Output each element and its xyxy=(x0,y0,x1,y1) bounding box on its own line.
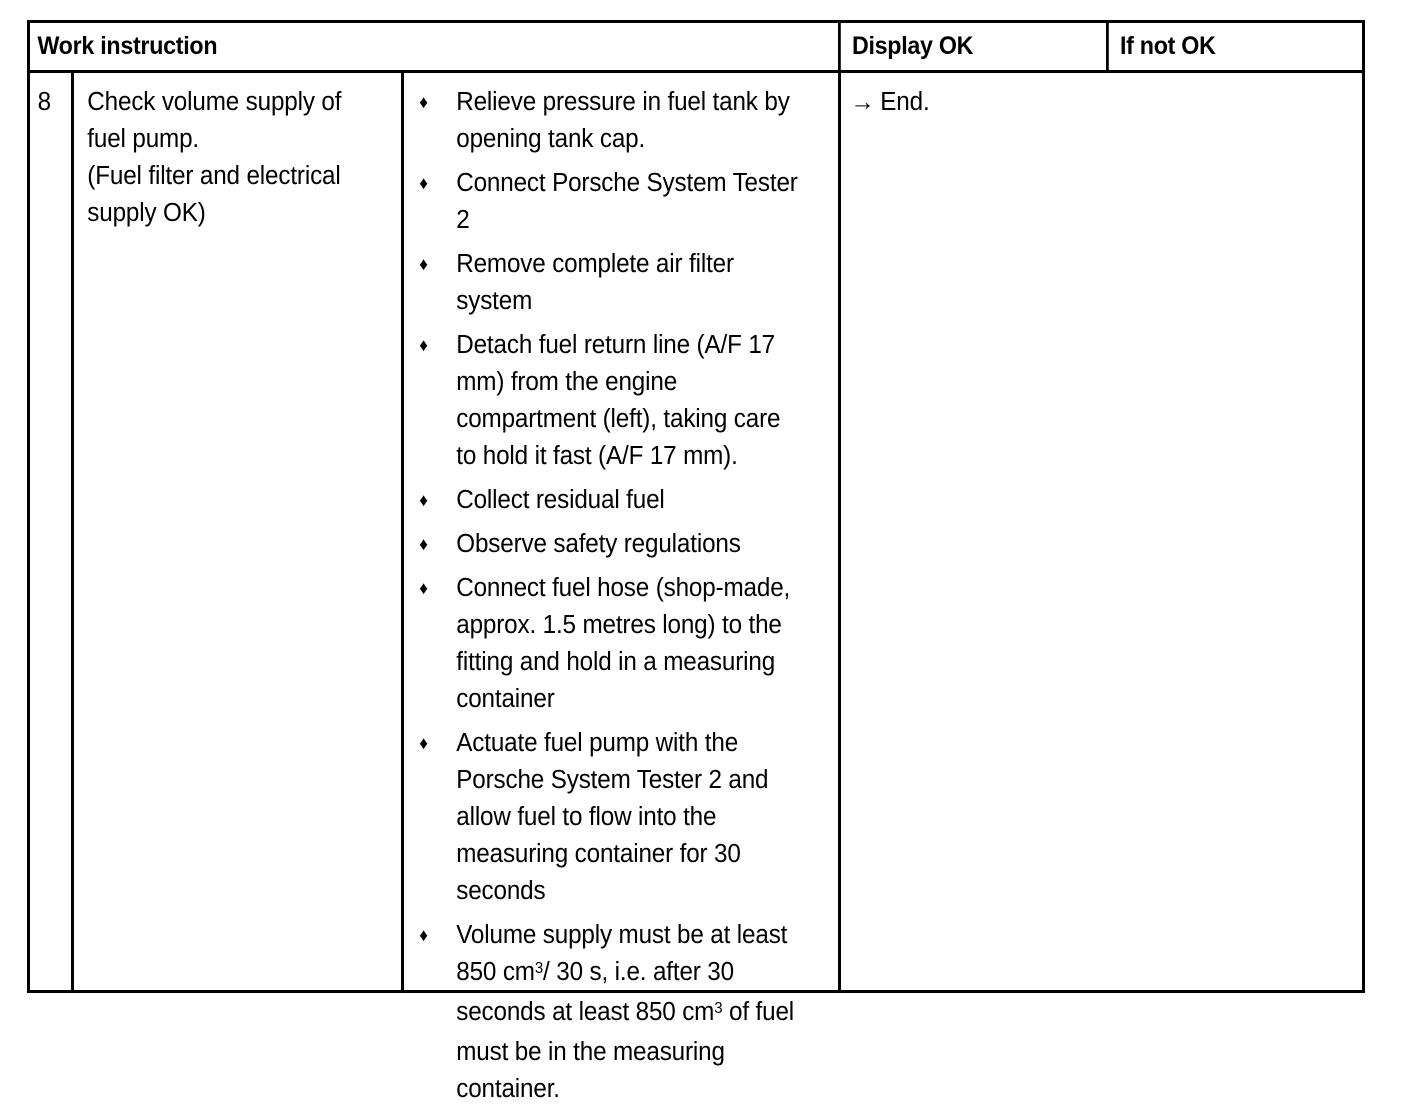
right-arrow-icon: → xyxy=(850,88,875,116)
list-item-text: Remove complete air filter system xyxy=(456,250,734,315)
work-instruction-table: Work instruction Display OK If not OK 8 … xyxy=(27,20,1365,1103)
if-not-ok-value xyxy=(1106,73,1349,84)
cell-if-not-ok xyxy=(1106,73,1362,990)
list-item-text: Connect Porsche System Tester 2 xyxy=(456,169,798,234)
list-item: ♦ Remove complete air filter system xyxy=(415,246,805,320)
list-item-text: Detach fuel return line (A/F 17 mm) from… xyxy=(456,331,781,470)
description-line: (Fuel filter and electrical xyxy=(87,162,341,190)
display-ok-text: End. xyxy=(880,88,930,116)
list-item: ♦ Connect fuel hose (shop-made, approx. … xyxy=(415,570,805,718)
cell-action-list: ♦ Relieve pressure in fuel tank by openi… xyxy=(401,73,838,1103)
column-header-if-not-ok: If not OK xyxy=(1106,23,1344,70)
cell-display-ok: →End. xyxy=(838,73,1106,990)
column-header-work-instruction: Work instruction xyxy=(37,32,218,60)
list-item: ♦ Relieve pressure in fuel tank by openi… xyxy=(415,84,805,158)
diamond-bullet-icon: ♦ xyxy=(419,92,428,112)
diamond-bullet-icon: ♦ xyxy=(419,254,428,274)
diamond-bullet-icon: ♦ xyxy=(419,173,428,193)
list-item: ♦ Collect residual fuel xyxy=(415,482,805,519)
diamond-bullet-icon: ♦ xyxy=(419,335,428,355)
diamond-bullet-icon: ♦ xyxy=(419,534,428,554)
table-body-row: 8 Check volume supply of fuel pump. (Fue… xyxy=(30,73,1362,1103)
display-ok-value: →End. xyxy=(841,73,1093,121)
list-item-text: Observe safety regulations xyxy=(456,530,741,558)
step-number: 8 xyxy=(37,88,51,116)
description-line: supply OK) xyxy=(87,199,206,227)
description-line: Check volume supply of xyxy=(87,88,342,116)
cell-description: Check volume supply of fuel pump. (Fuel … xyxy=(71,73,401,990)
document-page: Work instruction Display OK If not OK 8 … xyxy=(27,20,1365,1103)
table-header-row: Work instruction Display OK If not OK xyxy=(30,23,1362,73)
list-item: ♦ Volume supply must be at least 850 cm3… xyxy=(415,917,805,1108)
list-item: ♦ Observe safety regulations xyxy=(415,526,805,563)
list-item-text: Actuate fuel pump with the Porsche Syste… xyxy=(456,729,769,905)
diamond-bullet-icon: ♦ xyxy=(419,490,428,510)
diamond-bullet-icon: ♦ xyxy=(419,733,428,753)
description-text: Check volume supply of fuel pump. (Fuel … xyxy=(74,73,385,232)
list-item: ♦ Actuate fuel pump with the Porsche Sys… xyxy=(415,725,805,910)
cell-step-number: 8 xyxy=(30,73,71,990)
diamond-bullet-icon: ♦ xyxy=(419,925,428,945)
list-item-text: Collect residual fuel xyxy=(456,486,665,514)
diamond-bullet-icon: ♦ xyxy=(419,578,428,598)
list-item-text: Relieve pressure in fuel tank by opening… xyxy=(456,88,790,153)
list-item: ♦ Connect Porsche System Tester 2 xyxy=(415,165,805,239)
column-header-display-ok: Display OK xyxy=(838,23,1087,70)
list-item-text: Volume supply must be at least 850 cm3/ … xyxy=(456,921,795,1103)
description-line: fuel pump. xyxy=(87,125,199,153)
action-list: ♦ Relieve pressure in fuel tank by openi… xyxy=(404,73,816,1108)
list-item-text: Connect fuel hose (shop-made, approx. 1.… xyxy=(456,574,791,713)
list-item: ♦ Detach fuel return line (A/F 17 mm) fr… xyxy=(415,327,805,475)
